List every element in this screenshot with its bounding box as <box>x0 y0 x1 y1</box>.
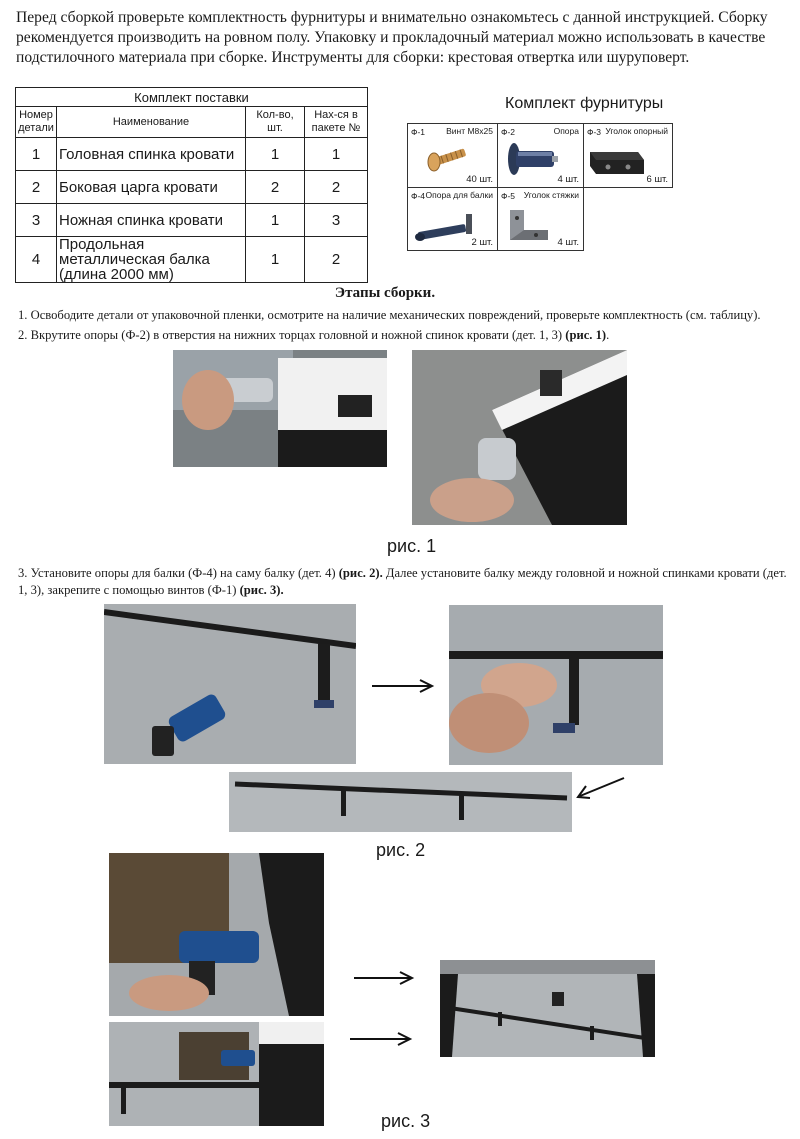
beam-support-icon <box>415 214 472 241</box>
intro-paragraph: Перед сборкой проверьте комплектность фу… <box>16 9 768 66</box>
fig1-caption: рис. 1 <box>387 536 437 556</box>
row-qty: 1 <box>245 203 305 237</box>
arrow-right-icon <box>372 679 435 693</box>
hardware-label: Уголок опорный <box>605 126 668 136</box>
header-pack: Нах-ся в пакете № <box>304 106 368 138</box>
header-name: Наименование <box>56 106 246 138</box>
hardware-qty: 4 шт. <box>557 174 579 185</box>
hardware-item-f2: Ф-2 Опора 4 шт. <box>497 123 584 188</box>
row-name: Головная спинка кровати <box>56 137 246 171</box>
row-name: Ножная спинка кровати <box>56 203 246 237</box>
hardware-item-f5: Ф-5 Уголок стяжки 4 шт. <box>497 187 584 251</box>
arrow-right-icon <box>350 1032 413 1046</box>
hardware-code: Ф-3 <box>587 127 602 137</box>
table-row: 3 Ножная спинка кровати 1 3 <box>15 203 368 237</box>
arrow-down-left-icon <box>576 777 625 799</box>
hardware-qty: 4 шт. <box>557 237 579 248</box>
header-number: Номер детали <box>15 106 57 138</box>
fig3-photo-bottom <box>109 1022 324 1126</box>
furniture-leg-icon <box>508 143 558 175</box>
hardware-code: Ф-4 <box>411 191 426 201</box>
table-row: 4 Продольная металлическая балка (длина … <box>15 236 368 283</box>
hardware-label: Опора для балки <box>425 190 493 200</box>
row-qty: 1 <box>245 236 305 283</box>
step-3-text-a: 3. Установите опоры для балки (Ф-4) на с… <box>18 566 339 580</box>
fig2-photo-bottom <box>229 772 572 832</box>
row-number: 4 <box>15 236 57 283</box>
hardware-item-f1: Ф-1 Винт М8х25 40 шт. <box>407 123 498 188</box>
hardware-qty: 6 шт. <box>646 174 668 185</box>
step-2: 2. Вкрутите опоры (Ф-2) в отверстия на н… <box>18 327 788 344</box>
hardware-label: Винт М8х25 <box>446 126 493 136</box>
screw-icon <box>427 148 466 172</box>
hardware-title: Комплект фурнитуры <box>505 95 664 112</box>
step-3: 3. Установите опоры для балки (Ф-4) на с… <box>18 565 794 599</box>
hardware-qty: 2 шт. <box>471 237 493 248</box>
hardware-item-f4: Ф-4 Опора для балки 2 шт. <box>407 187 498 251</box>
steps-title: Этапы сборки. <box>334 285 436 301</box>
fig2-caption: рис. 2 <box>376 840 426 860</box>
step-1: 1. Освободите детали от упаковочной плен… <box>18 308 761 322</box>
row-pack: 1 <box>304 137 368 171</box>
row-number: 2 <box>15 170 57 204</box>
table-row: 2 Боковая царга кровати 2 2 <box>15 170 368 204</box>
row-qty: 2 <box>245 170 305 204</box>
fig2-photo-right <box>449 605 663 765</box>
hardware-label: Уголок стяжки <box>523 190 579 200</box>
hardware-code: Ф-2 <box>501 127 516 137</box>
hardware-item-f3: Ф-3 Уголок опорный 6 шт. <box>583 123 673 188</box>
step-2-text: 2. Вкрутите опоры (Ф-2) в отверстия на н… <box>18 328 566 342</box>
step-3-figure-ref-b: (рис. 3). <box>239 583 284 597</box>
step-3-text-b: Далее установите балку между головной и … <box>18 566 787 597</box>
support-bracket-icon <box>590 152 644 174</box>
hardware-label: Опора <box>553 126 579 136</box>
step-2-end: . <box>606 328 610 342</box>
row-qty: 1 <box>245 137 305 171</box>
row-name: Боковая царга кровати <box>56 170 246 204</box>
arrow-right-icon <box>354 971 415 985</box>
row-pack: 2 <box>304 236 368 283</box>
row-number: 1 <box>15 137 57 171</box>
fig2-photo-left <box>104 604 356 764</box>
hardware-code: Ф-5 <box>501 191 516 201</box>
step-3-figure-ref-a: (рис. 2). <box>338 566 383 580</box>
row-name: Продольная металлическая балка (длина 20… <box>56 236 246 283</box>
row-pack: 2 <box>304 170 368 204</box>
step-2-figure-ref: (рис. 1) <box>565 328 607 342</box>
header-qty: Кол-во, шт. <box>245 106 305 138</box>
hardware-code: Ф-1 <box>411 127 426 137</box>
fig1-photo-left <box>173 350 387 467</box>
table-row: 1 Головная спинка кровати 1 1 <box>15 137 368 171</box>
supply-table: Комплект поставки Номер детали Наименова… <box>15 87 368 283</box>
supply-table-caption: Комплект поставки <box>15 87 368 107</box>
fig1-photo-right <box>412 350 627 525</box>
fig3-photo-right <box>440 960 655 1057</box>
fig3-caption: рис. 3 <box>381 1111 431 1131</box>
row-number: 3 <box>15 203 57 237</box>
fig3-photo-top <box>109 853 324 1016</box>
row-pack: 3 <box>304 203 368 237</box>
hardware-qty: 40 шт. <box>466 174 493 185</box>
corner-bracket-icon <box>510 210 548 240</box>
